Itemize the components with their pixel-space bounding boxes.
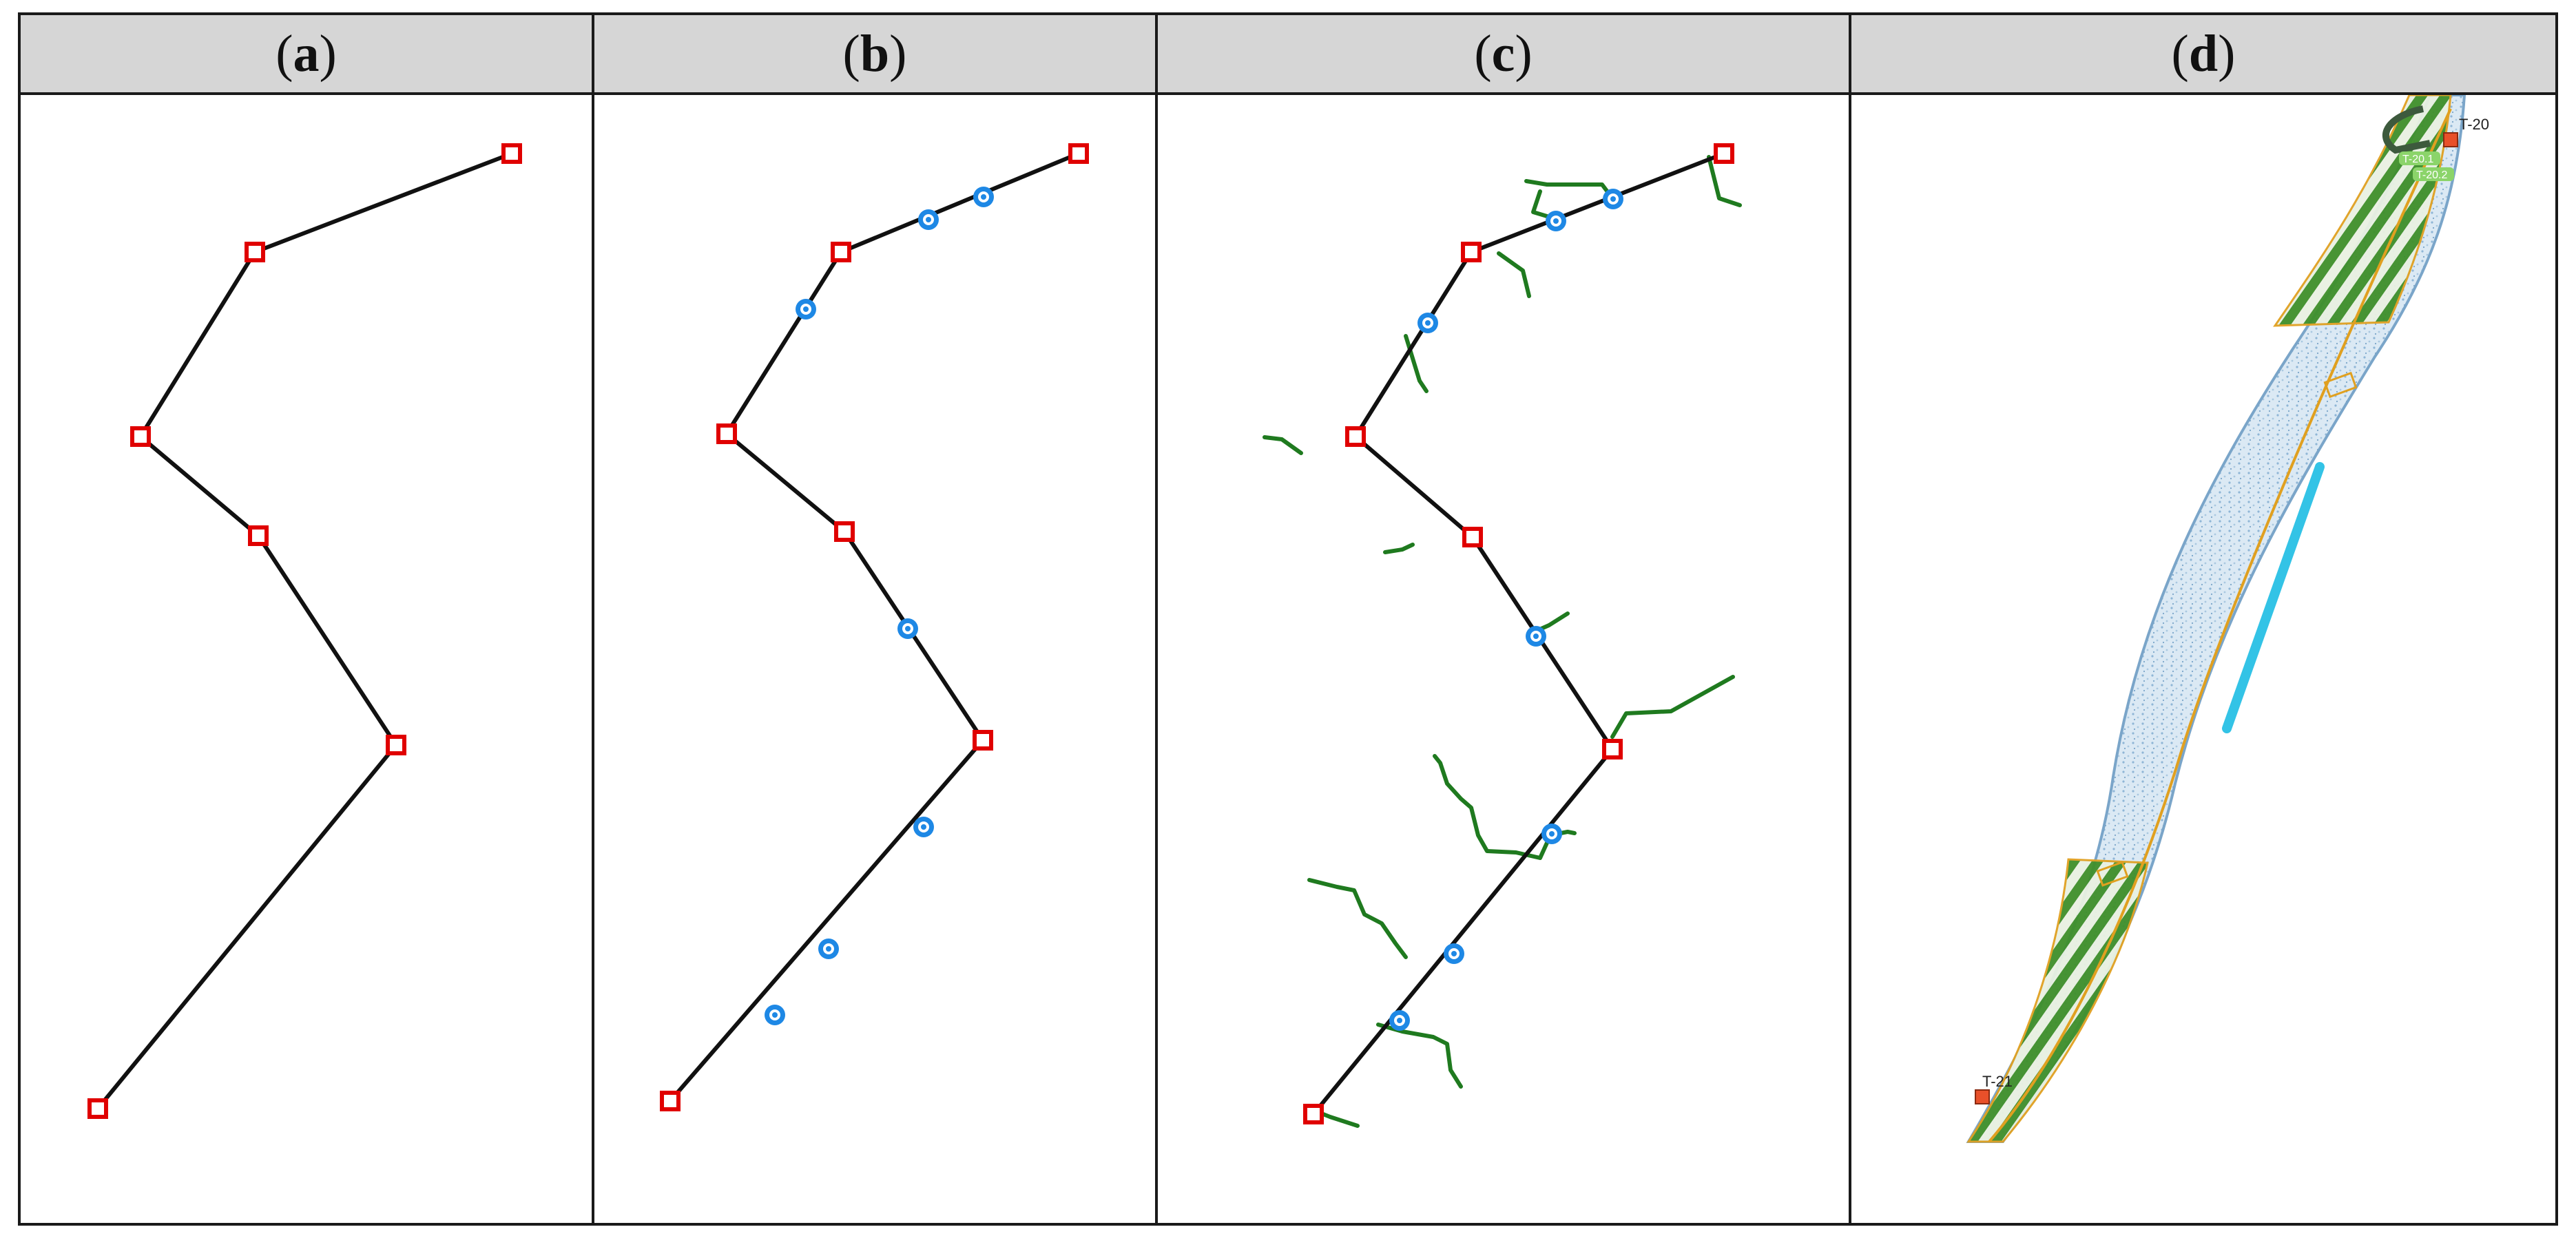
vertex-marker xyxy=(831,242,851,262)
map-top-marker-icon xyxy=(2443,132,2458,147)
inserted-point-marker xyxy=(1546,211,1566,231)
map-centerline xyxy=(1988,108,2452,1143)
inserted-point-marker xyxy=(796,299,816,319)
branch-line xyxy=(1376,1023,1463,1089)
vertex-marker xyxy=(1461,242,1482,262)
vertex-markers xyxy=(1303,143,1734,1124)
branch-line xyxy=(1497,251,1531,298)
inserted-point-marker xyxy=(1541,824,1562,844)
centerline-path xyxy=(668,151,1080,1102)
header-d: (d) xyxy=(1851,15,2555,95)
map-cyan-feature xyxy=(2222,462,2325,733)
header-b: (b) xyxy=(594,15,1155,95)
inserted-point-marker xyxy=(913,817,934,837)
header-b-close: ) xyxy=(889,24,907,83)
vertex-marker xyxy=(716,423,737,444)
centerline-path xyxy=(96,151,513,1110)
vertex-marker xyxy=(1714,143,1734,164)
inserted-point-marker xyxy=(918,209,939,230)
map-structure xyxy=(2096,861,2129,887)
map-structure xyxy=(2323,371,2358,399)
inserted-point-marker xyxy=(1389,1010,1410,1031)
map-hatch-zone-top xyxy=(2273,95,2452,327)
header-d-close: ) xyxy=(2218,24,2236,83)
vertex-marker xyxy=(130,426,151,447)
header-a-open: ( xyxy=(276,24,293,83)
map-top-marker-label: T-20 xyxy=(2459,116,2489,133)
inserted-point-marker xyxy=(897,618,918,639)
inserted-point-marker xyxy=(818,939,839,959)
map-green-tag-2 xyxy=(2413,167,2454,181)
header-b-letter: b xyxy=(860,24,890,83)
vertex-marker xyxy=(87,1098,108,1119)
vertex-marker xyxy=(1602,739,1623,759)
panel-d-map: T-20 T-20.1 T-20.2 T-21 xyxy=(1966,95,2489,1143)
inserted-point-marker xyxy=(1526,626,1546,647)
branch-line xyxy=(1707,155,1742,207)
panel-c xyxy=(1158,95,1849,1223)
panel-c-diagram xyxy=(1263,143,1742,1128)
header-c: (c) xyxy=(1158,15,1849,95)
map-bottom-marker-label: T-21 xyxy=(1982,1073,2013,1090)
branch-line xyxy=(1383,543,1415,554)
column-divider-1 xyxy=(592,15,594,1223)
map-green-tag-1 xyxy=(2399,151,2440,165)
branch-line xyxy=(1610,675,1735,739)
inserted-point-marker xyxy=(1417,313,1438,333)
panel-a-diagram xyxy=(87,143,522,1119)
header-a-letter: a xyxy=(293,24,320,83)
header-c-letter: c xyxy=(1491,24,1515,83)
vertex-marker xyxy=(973,730,993,751)
panel-b xyxy=(594,95,1155,1223)
map-bottom-marker-icon xyxy=(1975,1089,1990,1104)
vertex-marker xyxy=(1345,426,1366,447)
header-a-close: ) xyxy=(319,24,337,83)
panel-d: T-20 T-20.1 T-20.2 T-21 xyxy=(1851,95,2555,1223)
header-c-close: ) xyxy=(1515,24,1533,83)
header-c-open: ( xyxy=(1474,24,1492,83)
vertex-marker xyxy=(501,143,522,164)
vertex-markers xyxy=(87,143,522,1119)
vertex-marker xyxy=(1303,1104,1324,1124)
vertex-marker xyxy=(1462,527,1483,547)
panel-a xyxy=(21,95,592,1223)
panel-b-diagram xyxy=(660,143,1089,1111)
vertex-marker xyxy=(245,242,265,262)
inserted-point-marker xyxy=(765,1005,785,1025)
figure-table: (a) (b) (c) (d) xyxy=(18,12,2558,1226)
map-hatch-zone-bottom xyxy=(1966,858,2149,1143)
column-divider-2 xyxy=(1155,15,1158,1223)
column-divider-3 xyxy=(1849,15,1851,1223)
branch-line xyxy=(1404,334,1429,393)
vertex-marker xyxy=(386,735,406,755)
vertex-marker xyxy=(1068,143,1089,164)
vertex-marker xyxy=(660,1091,681,1111)
branch-line xyxy=(1307,878,1408,959)
inserted-points xyxy=(765,187,994,1025)
map-green-tag-2-label: T-20.2 xyxy=(2416,169,2447,181)
branch-line xyxy=(1263,435,1303,455)
header-b-open: ( xyxy=(842,24,860,83)
header-d-letter: d xyxy=(2188,24,2219,83)
branch-lines xyxy=(1263,155,1742,1128)
map-green-tag-1-label: T-20.1 xyxy=(2402,154,2433,165)
map-dark-loop xyxy=(2382,105,2431,154)
inserted-point-marker xyxy=(973,187,994,207)
header-a: (a) xyxy=(21,15,592,95)
inserted-point-marker xyxy=(1444,943,1464,964)
inserted-points xyxy=(1389,189,1623,1031)
inserted-point-marker xyxy=(1603,189,1623,209)
vertex-marker xyxy=(248,525,269,546)
centerline-path xyxy=(1311,151,1725,1115)
vertex-markers xyxy=(660,143,1089,1111)
header-d-open: ( xyxy=(2171,24,2189,83)
vertex-marker xyxy=(834,521,855,542)
